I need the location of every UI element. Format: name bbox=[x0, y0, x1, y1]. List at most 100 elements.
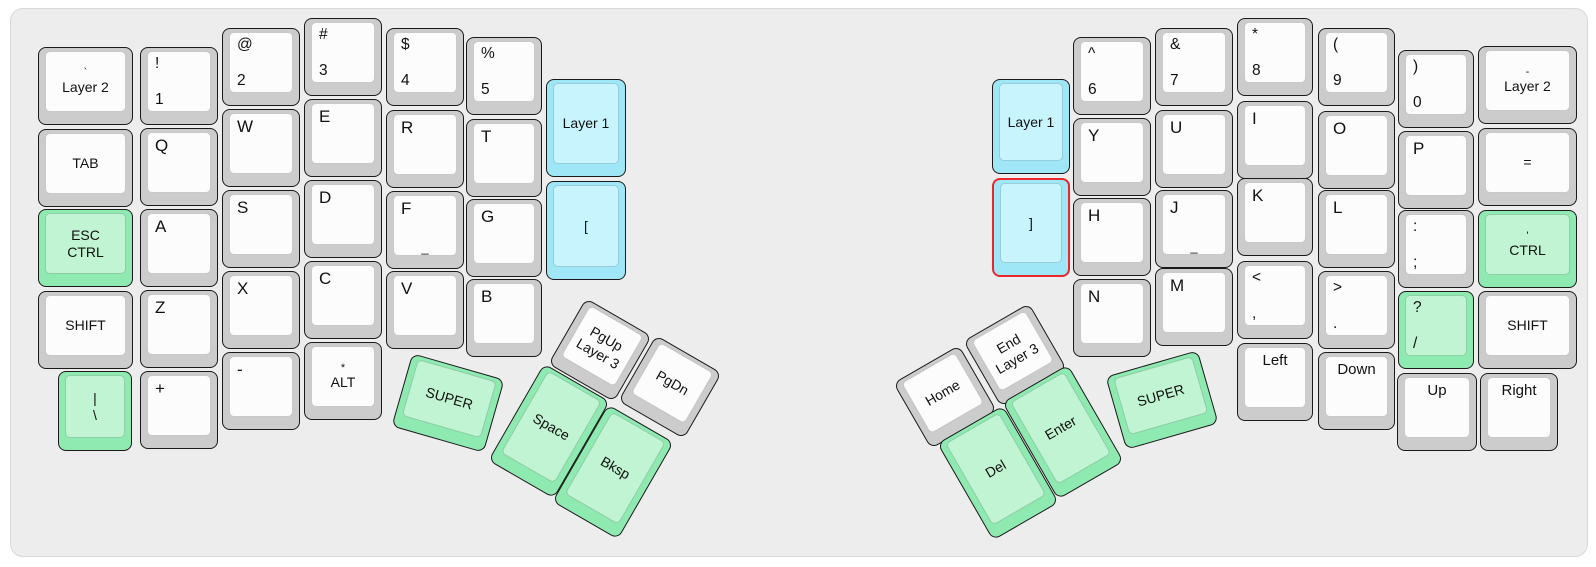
key-caret-6[interactable]: ^6 bbox=[1073, 37, 1151, 115]
homing-bar: _ bbox=[1190, 239, 1198, 254]
key-layer1-left[interactable]: Layer 1 bbox=[546, 79, 626, 177]
key-lt-comma[interactable]: <, bbox=[1237, 261, 1313, 339]
keycap-shift-right: SHIFT bbox=[1485, 295, 1570, 356]
keycap-o: O bbox=[1325, 115, 1388, 176]
key-pipe-backslash[interactable]: |\ bbox=[58, 371, 132, 451]
key-k[interactable]: K bbox=[1237, 178, 1313, 256]
key-minus[interactable]: - bbox=[222, 352, 300, 430]
key-q[interactable]: Q bbox=[140, 128, 218, 206]
key-c[interactable]: C bbox=[304, 261, 382, 339]
key-label: \ bbox=[93, 406, 97, 423]
keycap-excl-1: !1 bbox=[147, 51, 211, 112]
key-plus[interactable]: + bbox=[140, 371, 218, 449]
key-paren-9[interactable]: (9 bbox=[1318, 28, 1395, 106]
key-r[interactable]: R bbox=[386, 110, 464, 188]
key-a[interactable]: A bbox=[140, 209, 218, 287]
key-at-2[interactable]: @2 bbox=[222, 28, 300, 106]
key-l[interactable]: L bbox=[1318, 190, 1395, 268]
key-n[interactable]: N bbox=[1073, 279, 1151, 357]
keycap-u: U bbox=[1162, 114, 1226, 175]
key-shift-left[interactable]: SHIFT bbox=[38, 291, 133, 369]
key-colon-semicolon[interactable]: :; bbox=[1398, 210, 1474, 288]
keycap-a: A bbox=[147, 213, 211, 274]
key-label: - bbox=[237, 360, 243, 379]
key-lbracket[interactable]: [ bbox=[546, 181, 626, 280]
key-v[interactable]: V bbox=[386, 271, 464, 349]
key-s[interactable]: S bbox=[222, 190, 300, 268]
key-label: ^ bbox=[1088, 45, 1096, 62]
keycap-s: S bbox=[229, 194, 293, 255]
key-f[interactable]: F_ bbox=[386, 191, 464, 269]
key-arrow-left[interactable]: Left bbox=[1237, 343, 1313, 421]
key-layer1-right[interactable]: Layer 1 bbox=[992, 79, 1070, 174]
key-w[interactable]: W bbox=[222, 109, 300, 187]
key-label: 7 bbox=[1170, 72, 1179, 89]
keycap-g: G bbox=[473, 203, 535, 264]
key-label: W bbox=[237, 117, 254, 136]
key-p[interactable]: P bbox=[1398, 131, 1474, 209]
key-label: Q bbox=[155, 136, 169, 155]
key-tab[interactable]: TAB bbox=[38, 129, 133, 207]
key-label: SHIFT bbox=[1507, 317, 1548, 334]
keycap-arrow-up: Up bbox=[1404, 377, 1470, 438]
key-amp-7[interactable]: &7 bbox=[1155, 28, 1233, 106]
key-hash-3[interactable]: #3 bbox=[304, 18, 382, 96]
key-label: 2 bbox=[237, 72, 246, 89]
key-label: CTRL bbox=[67, 243, 104, 260]
key-i[interactable]: I bbox=[1237, 101, 1313, 179]
key-minus-layer2[interactable]: -Layer 2 bbox=[1478, 46, 1577, 124]
keycap-f: F_ bbox=[393, 195, 457, 256]
key-o[interactable]: O bbox=[1318, 111, 1395, 189]
key-label: ALT bbox=[330, 374, 356, 391]
keycap-paren-0: )0 bbox=[1405, 54, 1467, 115]
key-arrow-right[interactable]: Right bbox=[1480, 373, 1558, 451]
key-shift-right[interactable]: SHIFT bbox=[1478, 291, 1577, 369]
keycap-plus: + bbox=[147, 375, 211, 436]
key-x[interactable]: X bbox=[222, 271, 300, 349]
key-label: M bbox=[1170, 276, 1185, 295]
key-rbracket[interactable]: ] bbox=[992, 178, 1070, 277]
keycap-at-2: @2 bbox=[229, 32, 293, 93]
key-excl-1[interactable]: !1 bbox=[140, 47, 218, 125]
key-h[interactable]: H bbox=[1073, 198, 1151, 276]
key-label: Layer 1 bbox=[562, 115, 610, 132]
key-j[interactable]: J_ bbox=[1155, 190, 1233, 268]
key-paren-0[interactable]: )0 bbox=[1398, 50, 1474, 128]
key-arrow-up[interactable]: Up bbox=[1397, 373, 1477, 451]
key-grave-layer2[interactable]: `Layer 2 bbox=[38, 47, 133, 125]
key-label: + bbox=[155, 379, 165, 398]
key-label: Bksp bbox=[597, 453, 633, 483]
key-asterisk-alt[interactable]: *ALT bbox=[304, 342, 382, 420]
keycap-y: Y bbox=[1080, 122, 1144, 183]
keycap-dollar-4: $4 bbox=[393, 32, 457, 93]
key-label: TAB bbox=[72, 155, 99, 172]
key-label: ; bbox=[1413, 254, 1418, 271]
key-g[interactable]: G bbox=[466, 199, 542, 277]
key-e[interactable]: E bbox=[304, 99, 382, 177]
key-asterisk-8[interactable]: *8 bbox=[1237, 18, 1313, 96]
key-d[interactable]: D bbox=[304, 180, 382, 258]
key-quote-ctrl[interactable]: 'CTRL bbox=[1478, 210, 1577, 288]
key-b[interactable]: B bbox=[466, 279, 542, 357]
key-y[interactable]: Y bbox=[1073, 118, 1151, 196]
keycap-c: C bbox=[311, 265, 375, 326]
key-arrow-down[interactable]: Down bbox=[1318, 352, 1395, 430]
keycap-n: N bbox=[1080, 283, 1144, 344]
key-u[interactable]: U bbox=[1155, 110, 1233, 188]
key-dollar-4[interactable]: $4 bbox=[386, 28, 464, 106]
key-label: L bbox=[1333, 198, 1343, 217]
key-label: N bbox=[1088, 287, 1101, 306]
keycap-w: W bbox=[229, 113, 293, 174]
key-gt-period[interactable]: >. bbox=[1318, 271, 1395, 349]
key-question-slash[interactable]: ?/ bbox=[1398, 291, 1474, 369]
key-percent-5[interactable]: %5 bbox=[466, 37, 542, 115]
key-t[interactable]: T bbox=[466, 119, 542, 197]
key-label: B bbox=[481, 287, 493, 306]
key-m[interactable]: M bbox=[1155, 268, 1233, 346]
key-z[interactable]: Z bbox=[140, 290, 218, 368]
key-label: O bbox=[1333, 119, 1347, 138]
key-label: > bbox=[1333, 279, 1343, 296]
homing-bar: _ bbox=[421, 240, 429, 255]
key-equals[interactable]: = bbox=[1478, 128, 1577, 206]
